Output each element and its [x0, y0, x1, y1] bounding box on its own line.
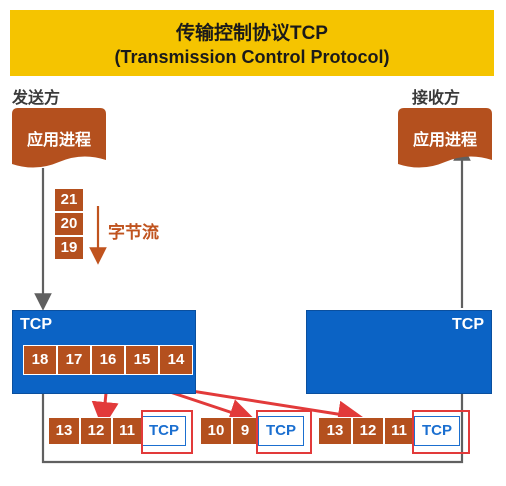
network-path	[41, 394, 464, 464]
send-buffer: 18 17 16 15 14	[23, 345, 193, 375]
buffer-cell: 16	[91, 345, 125, 375]
segment-byte: 12	[352, 417, 384, 445]
byte-cell: 19	[54, 236, 84, 260]
sender-app-process: 应用进程	[12, 108, 106, 174]
segment-1: 13 12 11 TCP	[48, 416, 186, 446]
subtitle: (Transmission Control Protocol)	[114, 47, 390, 67]
receiver-app-process: 应用进程	[398, 108, 492, 174]
sender-label: 发送方	[12, 90, 61, 107]
byte-stack: 21 20 19	[54, 188, 84, 260]
segment-header: TCP	[258, 416, 304, 446]
segment-header: TCP	[414, 416, 460, 446]
segment-byte: 13	[48, 417, 80, 445]
segment-header: TCP	[142, 416, 186, 446]
header-highlight	[141, 410, 193, 454]
segment-3: 13 12 11 TCP	[318, 416, 460, 446]
segment-byte: 11	[384, 417, 414, 445]
segment-2: 10 9 TCP	[200, 416, 304, 446]
byte-cell: 20	[54, 212, 84, 236]
buffer-cell: 18	[23, 345, 57, 375]
receiver-label: 接收方	[412, 90, 461, 107]
title-banner: 传输控制协议TCP (Transmission Control Protocol…	[10, 10, 494, 76]
segment-byte: 11	[112, 417, 142, 445]
segment-byte: 10	[200, 417, 232, 445]
segment-byte: 12	[80, 417, 112, 445]
buffer-cell: 14	[159, 345, 193, 375]
segment-byte: 13	[318, 417, 352, 445]
sender-tcp-box: TCP 18 17 16 15 14	[12, 310, 196, 394]
title: 传输控制协议TCP	[175, 23, 328, 44]
byte-stream-label: 字节流	[108, 223, 159, 242]
header-highlight	[412, 410, 470, 454]
byte-cell: 21	[54, 188, 84, 212]
sender-tcp-label: TCP	[20, 316, 52, 333]
header-highlight	[256, 410, 312, 454]
sender-app-process-label: 应用进程	[26, 132, 91, 149]
receiver-app-process-label: 应用进程	[412, 132, 477, 149]
receiver-tcp-label: TCP	[452, 316, 484, 333]
buffer-cell: 17	[57, 345, 91, 375]
segment-byte: 9	[232, 417, 258, 445]
receiver-tcp-box: TCP	[306, 310, 492, 394]
buffer-cell: 15	[125, 345, 159, 375]
